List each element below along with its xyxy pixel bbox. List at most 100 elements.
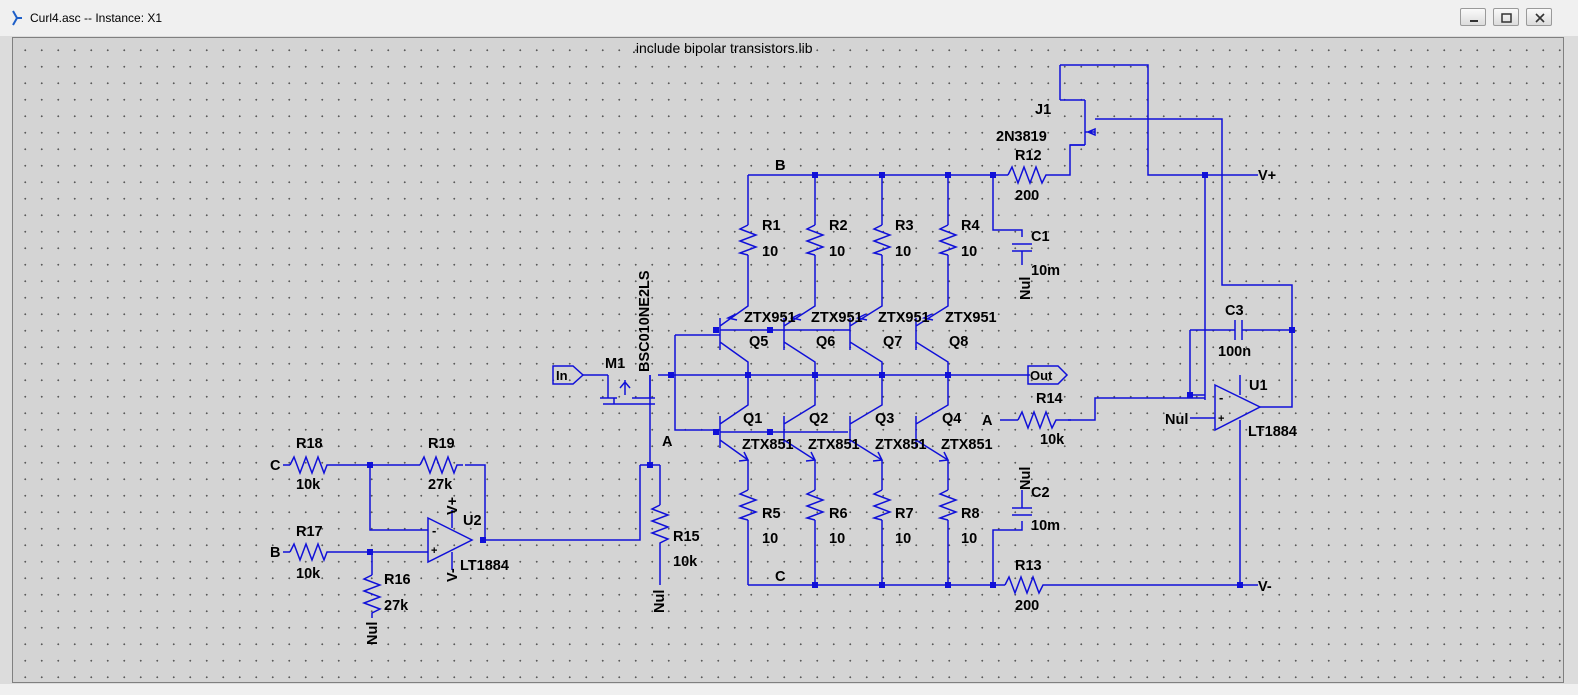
window-title: Curl4.asc -- Instance: X1 — [30, 11, 163, 25]
schematic-canvas[interactable] — [12, 37, 1564, 683]
r4-name: R4 — [961, 218, 980, 234]
u1-plus-pin-label: + — [1218, 413, 1224, 425]
r1-value: 10 — [762, 244, 778, 260]
q1-model: ZTX851 — [742, 437, 794, 453]
ltspice-app-icon — [12, 10, 22, 26]
title-bar: Curl4.asc -- Instance: X1 — [0, 0, 1578, 36]
r5-value: 10 — [762, 531, 778, 547]
r18-value: 10k — [296, 477, 321, 493]
u2-model: LT1884 — [460, 558, 509, 574]
close-icon — [1535, 13, 1545, 23]
q2-name: Q2 — [809, 411, 828, 427]
minimize-button[interactable] — [1460, 8, 1486, 26]
port-b-label: B — [270, 545, 280, 561]
r16-value: 27k — [384, 598, 409, 614]
r2-value: 10 — [829, 244, 845, 260]
q3-model: ZTX851 — [875, 437, 927, 453]
mosfet-m1[interactable] — [600, 375, 655, 405]
r16-name: R16 — [384, 572, 411, 588]
u2-vplus-label: V+ — [445, 497, 461, 515]
r3-value: 10 — [895, 244, 911, 260]
horizontal-resistors[interactable] — [289, 164, 1071, 596]
q3-name: Q3 — [875, 411, 894, 427]
port-flags[interactable] — [552, 365, 1069, 385]
u1-name: U1 — [1249, 378, 1268, 394]
q4-model: ZTX851 — [941, 437, 993, 453]
opamp-u1[interactable]: - + — [1214, 375, 1262, 432]
r19-value: 27k — [428, 477, 453, 493]
ground-label-r15: Nul — [652, 590, 668, 613]
spice-directive: .include bipolar transistors.lib — [632, 40, 813, 56]
r18-name: R18 — [296, 436, 323, 452]
r4-value: 10 — [961, 244, 977, 260]
r14-value: 10k — [1040, 432, 1065, 448]
c3-name: C3 — [1225, 303, 1244, 319]
r14-name: R14 — [1036, 391, 1063, 407]
r1-name: R1 — [762, 218, 781, 234]
npn-transistors[interactable] — [719, 375, 950, 490]
bottom-resistors[interactable] — [737, 489, 959, 521]
net-label-b: B — [775, 158, 785, 174]
pnp-transistors[interactable] — [719, 290, 949, 375]
r15-name: R15 — [673, 529, 700, 545]
capacitors[interactable] — [1012, 243, 1250, 516]
port-a-label: A — [982, 413, 993, 429]
q8-name: Q8 — [949, 334, 968, 350]
q2-model: ZTX851 — [808, 437, 860, 453]
r7-value: 10 — [895, 531, 911, 547]
j1-model: 2N3819 — [996, 129, 1047, 145]
close-button[interactable] — [1526, 8, 1552, 26]
port-out-label: Out — [1030, 368, 1053, 383]
m1-model: BSC010NE2LS — [637, 270, 653, 372]
restore-icon — [1501, 13, 1512, 23]
r12-name: R12 — [1015, 148, 1042, 164]
minimize-icon — [1470, 20, 1478, 22]
port-c-label: C — [270, 458, 281, 474]
port-in-label: In — [556, 368, 568, 383]
r17-value: 10k — [296, 566, 321, 582]
r13-name: R13 — [1015, 558, 1042, 574]
u2-name: U2 — [463, 513, 482, 529]
port-vminus-label: V- — [1258, 579, 1272, 595]
r12-value: 200 — [1015, 188, 1039, 204]
r17-name: R17 — [296, 524, 323, 540]
u2-minus-pin-label: - — [432, 523, 436, 538]
r7-name: R7 — [895, 506, 914, 522]
ground-label-c1: Nul — [1018, 277, 1034, 300]
ground-label-u1: Nul — [1165, 412, 1188, 428]
r6-name: R6 — [829, 506, 848, 522]
ground-label-r16: Nul — [365, 622, 381, 645]
q6-model: ZTX951 — [811, 310, 863, 326]
j1-name: J1 — [1035, 102, 1051, 118]
q7-model: ZTX951 — [878, 310, 930, 326]
r19-name: R19 — [428, 436, 455, 452]
c2-value: 10m — [1031, 518, 1060, 534]
r6-value: 10 — [829, 531, 845, 547]
r8-value: 10 — [961, 531, 977, 547]
r13-value: 200 — [1015, 598, 1039, 614]
r5-name: R5 — [762, 506, 781, 522]
net-label-c: C — [775, 569, 786, 585]
r2-name: R2 — [829, 218, 848, 234]
restore-button[interactable] — [1493, 8, 1519, 26]
c1-name: C1 — [1031, 229, 1050, 245]
jfet-j1[interactable] — [1060, 99, 1096, 146]
junction-dots — [367, 172, 1295, 588]
r3-name: R3 — [895, 218, 914, 234]
c3-value: 100n — [1218, 344, 1251, 360]
u2-vminus-label: V- — [445, 568, 461, 582]
vertical-resistors[interactable] — [361, 504, 671, 618]
opamp-u2[interactable]: - + — [427, 510, 474, 570]
q5-model: ZTX951 — [744, 310, 796, 326]
u2-plus-pin-label: + — [431, 545, 437, 557]
q6-name: Q6 — [816, 334, 835, 350]
port-vplus-label: V+ — [1258, 168, 1276, 184]
window-bottom-border — [0, 684, 1578, 695]
q4-name: Q4 — [942, 411, 961, 427]
top-resistors[interactable] — [737, 224, 959, 256]
q7-name: Q7 — [883, 334, 902, 350]
u1-model: LT1884 — [1248, 424, 1297, 440]
q1-name: Q1 — [743, 411, 762, 427]
